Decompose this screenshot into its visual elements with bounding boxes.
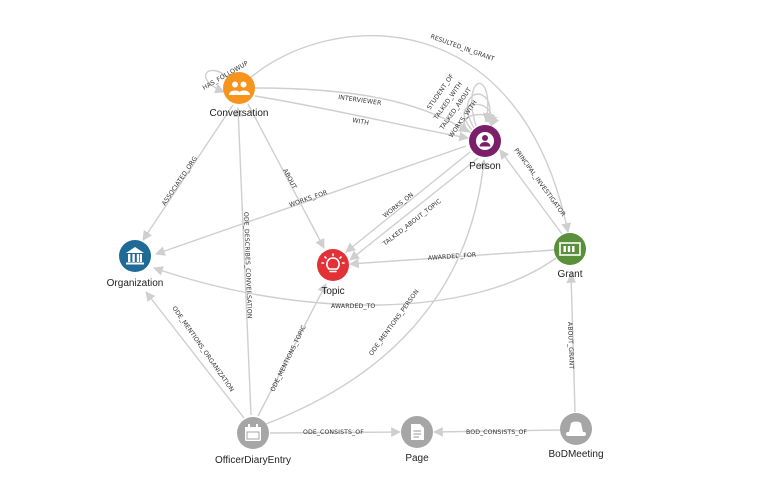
edge-ode-mentions-topic[interactable]: [257, 283, 327, 417]
edge-label-bod-consists-of: BOD_CONSISTS_OF: [466, 429, 527, 436]
edge-ode-mentions-organization[interactable]: [145, 291, 245, 419]
user-icon: [476, 132, 494, 150]
node-officer-diary-entry-label: OfficerDiaryEntry: [215, 455, 291, 466]
node-organization[interactable]: Organization: [107, 240, 164, 289]
edge-associated-org[interactable]: [142, 104, 234, 241]
edge-student-of[interactable]: [471, 82, 493, 127]
edge-resulted-in-grant[interactable]: [249, 34, 572, 233]
node-conversation-label: Conversation: [210, 108, 269, 119]
edge-label-principal-investigator: PRINCIPAL_INVESTIGATOR: [512, 147, 567, 218]
edge-about-grant[interactable]: [566, 273, 577, 413]
node-topic[interactable]: Topic: [317, 249, 349, 297]
nodes: Conversation Person Organization: [107, 72, 604, 466]
hat-icon: [566, 421, 586, 436]
edge-label-ode-mentions-topic: ODE_MENTIONS_TOPIC: [270, 324, 308, 393]
edge-ode-mentions-person[interactable]: [265, 159, 488, 425]
edge-label-ode-mentions-organization: ODE_MENTIONS_ORGANIZATION: [170, 305, 235, 394]
node-person-label: Person: [469, 161, 501, 172]
edge-talked-about-topic[interactable]: [349, 157, 479, 261]
edge-has-followup[interactable]: [204, 69, 229, 94]
node-conversation[interactable]: Conversation: [210, 72, 269, 119]
edge-label-awarded-to: AWARDED_TO: [331, 303, 375, 310]
node-page-label: Page: [405, 453, 429, 464]
edge-bod-consists-of[interactable]: [433, 426, 561, 437]
people-icon: [229, 81, 250, 95]
edge-label-associated-org: ASSOCIATED_ORG: [161, 155, 199, 207]
edge-ode-describes-conversation[interactable]: [233, 107, 252, 416]
lightbulb-icon: [321, 253, 345, 273]
document-icon: [411, 424, 424, 440]
node-topic-label: Topic: [321, 286, 344, 297]
bank-icon: [126, 247, 144, 265]
edge-label-talked-about-topic: TALKED_ABOUT_TOPIC: [381, 198, 443, 248]
node-officer-diary-entry[interactable]: OfficerDiaryEntry: [215, 417, 291, 466]
node-organization-circle: [119, 240, 151, 272]
edge-label-awarded-for: AWARDED_FOR: [428, 252, 478, 262]
edge-awarded-to[interactable]: [153, 257, 557, 306]
node-bod-meeting[interactable]: BoDMeeting: [548, 413, 604, 460]
edge-label-about-grant: ABOUT_GRANT: [566, 322, 575, 370]
node-organization-label: Organization: [107, 278, 164, 289]
edge-about[interactable]: [247, 103, 325, 249]
edge-label-works-on: WORKS_ON: [382, 191, 415, 219]
edge-awarded-for[interactable]: [349, 249, 555, 269]
node-grant[interactable]: Grant: [554, 233, 586, 280]
edge-works-for[interactable]: [155, 145, 467, 256]
edge-label-interviewer: INTERVIEWER: [338, 94, 383, 107]
edge-label-ode-describes-conversation: ODE_DESCRIBES_CONVERSATION: [242, 212, 253, 319]
edge-label-with: WITH: [352, 117, 370, 127]
node-conversation-circle: [223, 72, 255, 104]
edge-label-ode-consists-of: ODE_CONSISTS_OF: [303, 429, 364, 436]
edge-interviewer[interactable]: [254, 87, 469, 133]
edge-works-on[interactable]: [345, 151, 471, 253]
edge-principal-investigator[interactable]: [499, 149, 563, 235]
edge-ode-consists-of[interactable]: [269, 427, 401, 437]
money-icon: [559, 242, 581, 256]
node-person[interactable]: Person: [469, 125, 501, 172]
node-bod-meeting-label: BoDMeeting: [548, 449, 603, 460]
edge-label-about: ABOUT: [281, 168, 298, 191]
edges: HAS_FOLLOWUP RESULTED_IN_GRANT INTERVIEW…: [142, 33, 577, 437]
node-page[interactable]: Page: [401, 416, 433, 464]
edge-talked-about[interactable]: [463, 103, 498, 131]
node-grant-label: Grant: [557, 269, 582, 280]
edge-works-with[interactable]: [463, 113, 500, 134]
calendar-icon: [245, 424, 261, 441]
edge-with[interactable]: [254, 95, 469, 142]
